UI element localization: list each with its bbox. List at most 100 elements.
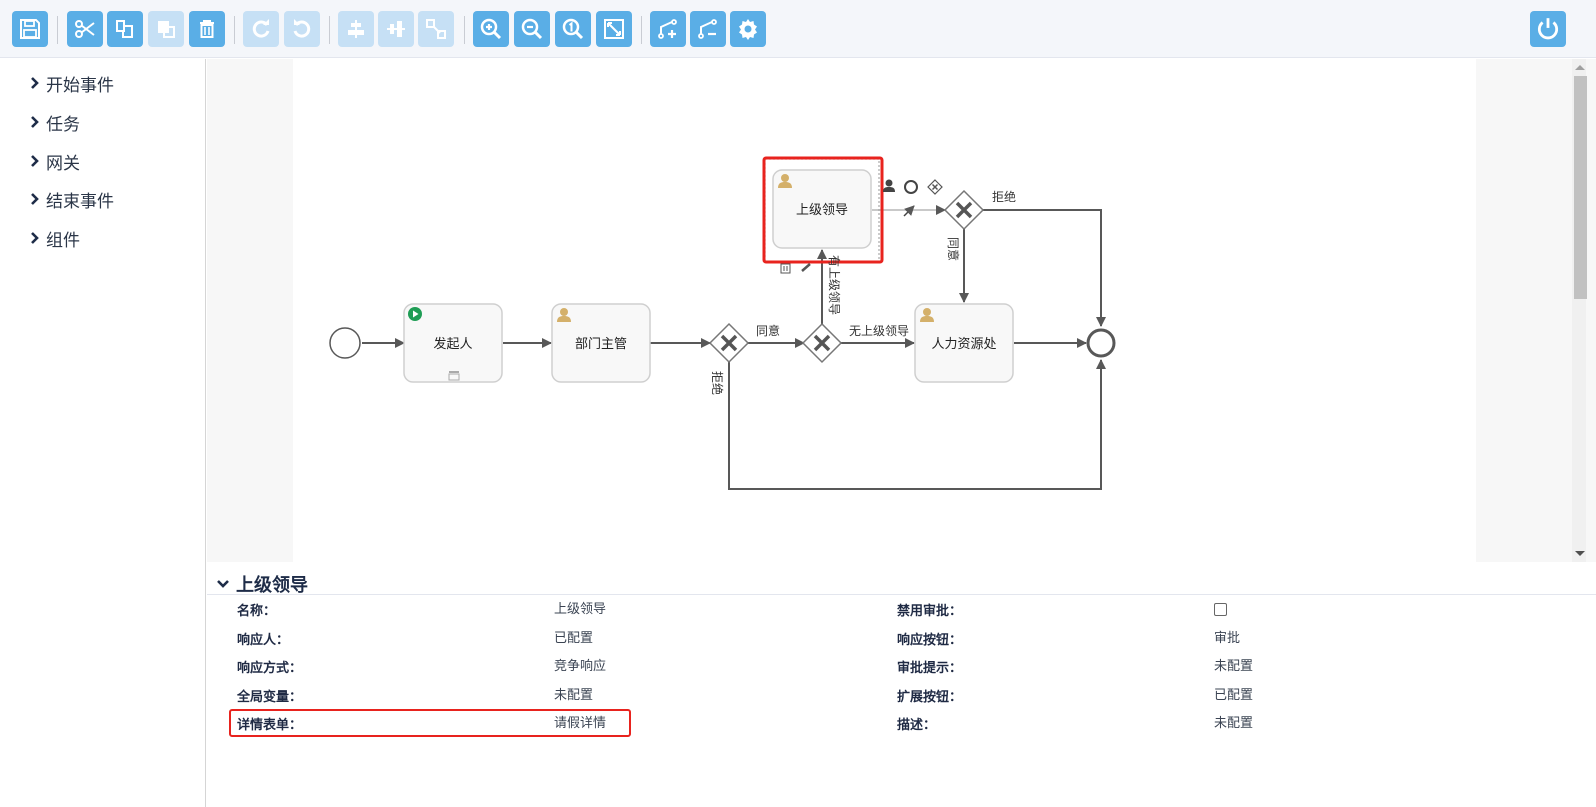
append-user-task-icon	[883, 179, 895, 192]
zoom-in-button[interactable]	[473, 11, 509, 47]
prop-label-responder: 响应人：	[237, 632, 290, 648]
flow-gw1-end	[728, 359, 1106, 490]
cut-button[interactable]	[67, 11, 103, 47]
scroll-down-arrow-icon[interactable]	[1575, 551, 1585, 556]
exclusive-gateway-3[interactable]	[943, 189, 985, 231]
align-vertical-button[interactable]	[378, 11, 414, 47]
flow-label-reject-top: 拒绝	[992, 189, 1016, 204]
sidebar-item-label: 组件	[46, 230, 80, 251]
context-pad[interactable]	[780, 179, 943, 274]
scissors-icon	[75, 20, 95, 38]
prop-label-disable-approval: 禁用审批：	[897, 603, 963, 619]
prop-label-response-buttons: 响应按钮：	[897, 632, 963, 648]
flow-label-no-superior: 无上级领导	[849, 324, 909, 338]
zoom-out-icon	[521, 18, 543, 40]
zoom-out-button[interactable]	[514, 11, 550, 47]
prop-value-detail-form[interactable]: 请假详情	[554, 715, 607, 731]
zoom-actual-icon	[562, 18, 584, 40]
prop-value-extension-buttons[interactable]: 已配置	[1214, 687, 1254, 703]
sidebar-item-label: 结束事件	[46, 191, 114, 212]
sidebar-item-start-event[interactable]: 开始事件	[29, 71, 114, 96]
save-button[interactable]	[12, 11, 48, 47]
append-gateway-icon	[927, 179, 943, 195]
task-hr[interactable]: 人力资源处	[914, 303, 1014, 383]
sidebar-item-gateway[interactable]: 网关	[29, 149, 80, 174]
align-vertical-icon	[387, 21, 405, 37]
prop-label-name: 名称：	[237, 603, 277, 619]
paste-icon	[158, 21, 175, 38]
user-icon	[778, 174, 792, 188]
remove-bendpoint-button[interactable]	[690, 11, 726, 47]
paste-button[interactable]	[148, 11, 184, 47]
sidebar-item-end-event[interactable]: 结束事件	[29, 187, 114, 212]
prop-label-detail-form: 详情表单：	[237, 717, 303, 733]
flow-label-agree-down: 同意	[946, 237, 961, 261]
add-bendpoint-button[interactable]	[650, 11, 686, 47]
task-label: 上级领导	[796, 203, 848, 218]
user-icon	[920, 308, 934, 322]
prop-value-responder[interactable]: 已配置	[554, 630, 594, 646]
sidebar-item-label: 开始事件	[46, 75, 114, 96]
redo-icon	[252, 19, 270, 38]
chevron-right-icon	[31, 193, 39, 205]
flow-gw3-end	[983, 209, 1106, 327]
redo-button[interactable]	[243, 11, 279, 47]
toolbar	[0, 0, 1596, 58]
delete-button[interactable]	[189, 11, 225, 47]
task-initiator[interactable]: 发起人	[403, 303, 503, 383]
sidebar-item-component[interactable]: 组件	[29, 226, 80, 251]
start-event	[329, 327, 361, 359]
remove-bendpoint-icon	[698, 19, 717, 39]
undo-button[interactable]	[284, 11, 320, 47]
chevron-right-icon	[31, 77, 39, 89]
properties-panel: 上级领导 名称： 上级领导 响应人： 已配置 响应方式： 竞争响应 全局变量： …	[207, 562, 1596, 807]
chevron-right-icon	[31, 116, 39, 128]
diagram-canvas[interactable]: 发起人 部门主管	[293, 59, 1476, 562]
prop-value-global-vars[interactable]: 未配置	[554, 687, 594, 703]
zoom-actual-button[interactable]	[555, 11, 591, 47]
task-label: 人力资源处	[931, 337, 996, 352]
properties-header[interactable]: 上级领导	[216, 572, 308, 596]
same-size-button[interactable]	[418, 11, 454, 47]
same-size-icon	[426, 19, 446, 39]
exclusive-gateway-1[interactable]	[708, 322, 750, 364]
task-dept-manager[interactable]: 部门主管	[551, 303, 651, 383]
prop-value-name[interactable]: 上级领导	[554, 601, 607, 617]
prop-value-description[interactable]: 未配置	[1214, 715, 1254, 731]
undo-icon	[293, 19, 311, 38]
zoom-fit-button[interactable]	[596, 11, 632, 47]
copy-button[interactable]	[107, 11, 143, 47]
flow-label-has-superior: 有上级领导	[827, 255, 841, 315]
selection-highlight	[762, 156, 884, 264]
canvas-vertical-scrollbar[interactable]	[1572, 59, 1587, 562]
form-icon	[448, 371, 460, 381]
power-button[interactable]	[1530, 11, 1566, 47]
delete-icon	[780, 263, 791, 274]
prop-label-response-mode: 响应方式：	[237, 660, 303, 676]
toolbar-separator	[641, 16, 642, 44]
task-superior[interactable]: 上级领导	[762, 156, 884, 264]
prop-label-approval-tip: 审批提示：	[897, 660, 963, 676]
toolbar-separator	[57, 16, 58, 44]
prop-value-response-mode[interactable]: 竞争响应	[554, 658, 607, 674]
align-horizontal-icon	[348, 20, 364, 38]
flow-label-agree: 同意	[756, 323, 780, 338]
sidebar-item-task[interactable]: 任务	[29, 110, 80, 135]
exclusive-gateway-2[interactable]	[801, 322, 843, 364]
prop-value-approval-tip[interactable]: 未配置	[1214, 658, 1254, 674]
scroll-up-arrow-icon[interactable]	[1575, 65, 1585, 70]
toolbar-separator	[329, 16, 330, 44]
canvas-area: 发起人 部门主管	[207, 59, 1596, 562]
prop-value-response-buttons[interactable]: 审批	[1214, 630, 1241, 646]
sidebar-item-label: 任务	[46, 114, 80, 135]
settings-button[interactable]	[730, 11, 766, 47]
properties-title: 上级领导	[236, 575, 308, 596]
scrollbar-thumb[interactable]	[1574, 76, 1587, 299]
gear-icon	[739, 19, 757, 40]
divider	[207, 594, 1596, 595]
align-horizontal-button[interactable]	[338, 11, 374, 47]
chevron-right-icon	[31, 232, 39, 244]
disable-approval-checkbox[interactable]	[1214, 602, 1227, 616]
detail-form-highlight	[229, 709, 631, 737]
zoom-in-icon	[480, 18, 502, 40]
